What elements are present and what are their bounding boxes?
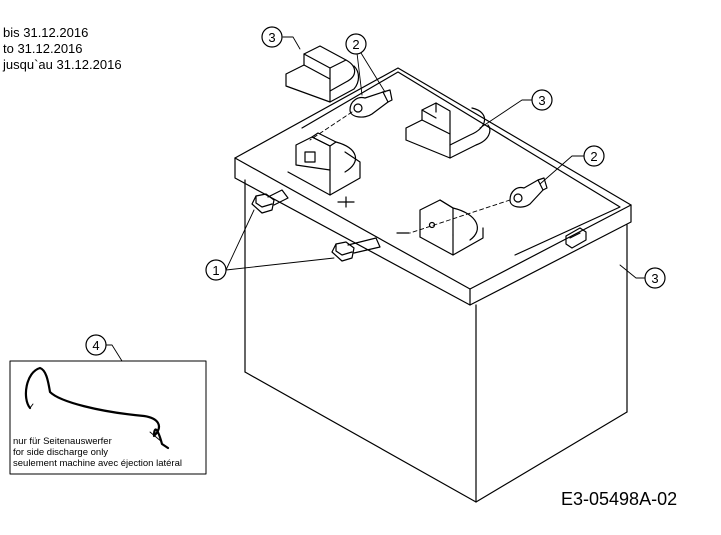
callout-leaders [225, 36, 646, 279]
callout-3-right: 3 [644, 267, 666, 289]
drawing-code: E3-05498A-02 [561, 489, 678, 509]
svg-text:3: 3 [268, 30, 275, 45]
svg-text:3: 3 [538, 93, 545, 108]
battery-body [234, 67, 632, 503]
terminal-bolt-1 [251, 189, 289, 214]
inset-box-part-4: 4 [9, 334, 207, 475]
vent-plug-upper [349, 89, 393, 118]
callout-3-center: 3 [531, 89, 553, 111]
terminal-cover-left [285, 45, 360, 103]
validity-date-en: to 31.12.2016 [3, 41, 83, 56]
callout-2-right: 2 [583, 145, 605, 167]
vent-plug-right [509, 177, 548, 208]
assembly-lines [309, 111, 511, 234]
polarity-marks [337, 196, 410, 234]
wire-hook [24, 366, 170, 450]
terminal-cover-center [405, 102, 491, 159]
validity-date-fr: jusqu`au 31.12.2016 [3, 57, 122, 72]
callout-4: 4 [85, 334, 107, 356]
inset-note-fr: seulement machine avec éjection latéral [13, 458, 182, 469]
positive-terminal [287, 132, 361, 196]
validity-date-de: bis 31.12.2016 [3, 25, 89, 40]
negative-terminal [419, 199, 484, 256]
terminal-bolt-2 [331, 237, 381, 262]
svg-text:2: 2 [352, 37, 359, 52]
battery-top-panel [301, 71, 621, 256]
inset-note-en: for side discharge only [13, 447, 109, 458]
callout-2-upper: 2 [345, 33, 367, 55]
svg-text:1: 1 [212, 263, 219, 278]
callout-3-left: 3 [261, 26, 283, 48]
inset-note-de: nur für Seitenauswerfer [13, 436, 112, 447]
svg-text:2: 2 [590, 149, 597, 164]
battery-clip [565, 227, 587, 249]
svg-text:3: 3 [651, 271, 658, 286]
callout-1: 1 [205, 259, 227, 281]
svg-text:4: 4 [92, 338, 99, 353]
